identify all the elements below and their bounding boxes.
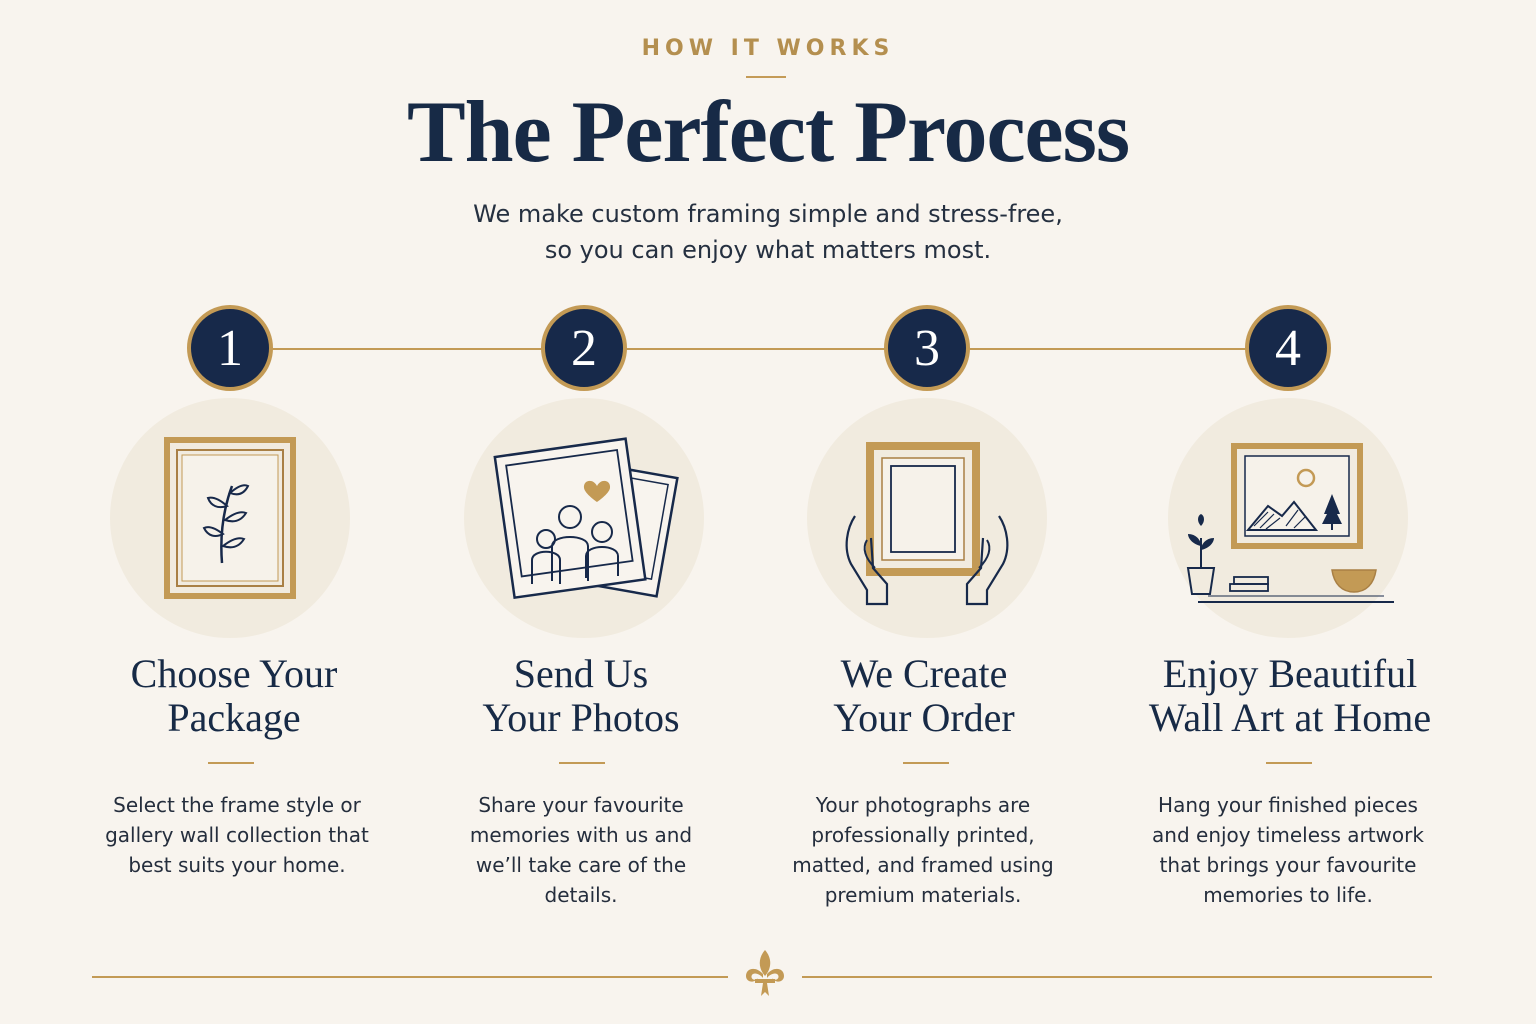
step-title: Send Us Your Photos (421, 652, 741, 740)
footer-divider-left (92, 976, 728, 978)
step-description: Select the frame style or gallery wall c… (87, 790, 387, 880)
step-number-badge: 3 (884, 305, 970, 391)
step-icon-circle (1168, 398, 1408, 638)
step-title-line: Enjoy Beautiful (1162, 651, 1418, 696)
step-desc-line: memories to life. (1203, 883, 1373, 907)
step-desc-line: matted, and framed using (792, 853, 1054, 877)
step-divider (559, 762, 605, 764)
wall-art-shelf-icon (1186, 443, 1394, 603)
page-title: The Perfect Process (406, 84, 1130, 181)
step-number-badge: 4 (1245, 305, 1331, 391)
step-divider (208, 762, 254, 764)
subtitle-line: We make custom framing simple and stress… (473, 200, 1063, 228)
page-subtitle: We make custom framing simple and stress… (0, 196, 1536, 268)
step-description: Your photographs are professionally prin… (773, 790, 1073, 910)
step-title: Enjoy Beautiful Wall Art at Home (1130, 652, 1450, 740)
step-icon-circle (110, 398, 350, 638)
step-title: Choose Your Package (74, 652, 394, 740)
step-desc-line: professionally printed, (811, 823, 1035, 847)
step-desc-line: memories with us and (469, 823, 693, 847)
eyebrow-divider (746, 76, 786, 78)
footer-divider-right (802, 976, 1432, 978)
framed-leaf-icon (164, 437, 296, 599)
step-divider (903, 762, 949, 764)
step-desc-line: gallery wall collection that (105, 823, 369, 847)
step-desc-line: best suits your home. (128, 853, 346, 877)
step-desc-line: Select the frame style or (113, 793, 361, 817)
step-title-line: We Create (840, 651, 1008, 696)
step-desc-line: premium materials. (824, 883, 1022, 907)
step-number-badge: 1 (187, 305, 273, 391)
step-desc-line: details. (544, 883, 618, 907)
fleur-de-lis-icon (746, 950, 784, 996)
step-title-line: Your Order (833, 695, 1015, 740)
step-divider (1266, 762, 1312, 764)
eyebrow-label: HOW IT WORKS (641, 36, 895, 61)
step-title-line: Package (167, 695, 301, 740)
step-desc-line: Your photographs are (815, 793, 1031, 817)
step-desc-line: that brings your favourite (1159, 853, 1417, 877)
step-description: Share your favourite memories with us an… (431, 790, 731, 910)
step-desc-line: Hang your finished pieces (1158, 793, 1418, 817)
subtitle-line: so you can enjoy what matters most. (544, 236, 992, 264)
hands-holding-frame-icon (845, 442, 1009, 606)
step-title-line: Send Us (513, 651, 649, 696)
step-description: Hang your finished pieces and enjoy time… (1138, 790, 1438, 910)
timeline-connector (230, 348, 1288, 350)
family-photos-icon (493, 437, 679, 600)
step-title-line: Wall Art at Home (1148, 695, 1432, 740)
step-title: We Create Your Order (764, 652, 1084, 740)
step-icon-circle (464, 398, 704, 638)
step-number-badge: 2 (541, 305, 627, 391)
step-desc-line: and enjoy timeless artwork (1152, 823, 1424, 847)
step-title-line: Your Photos (482, 695, 680, 740)
step-desc-line: we’ll take care of the (475, 853, 687, 877)
step-desc-line: Share your favourite (478, 793, 684, 817)
step-icon-circle (807, 398, 1047, 638)
step-title-line: Choose Your (130, 651, 338, 696)
